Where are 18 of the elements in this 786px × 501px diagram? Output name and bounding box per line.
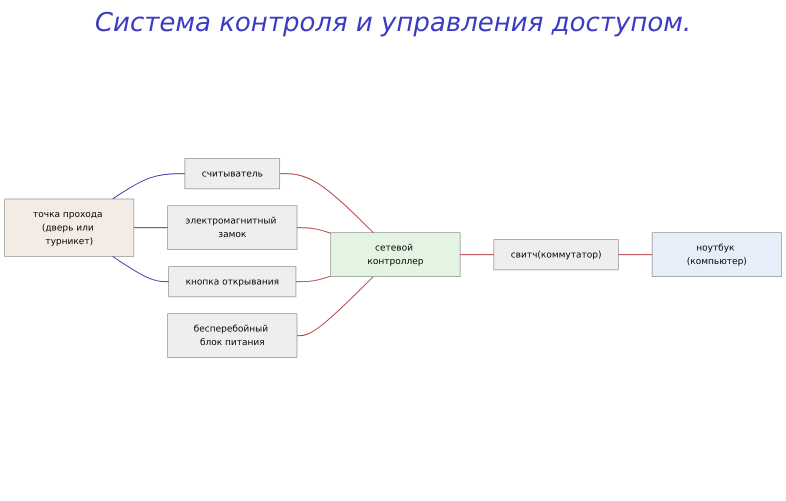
node-box: кнопка открывания [168, 266, 296, 298]
diagram-title: Система контроля и управления доступом. [94, 8, 692, 38]
connector [296, 276, 374, 336]
node-box: свитч(коммутатор) [494, 239, 619, 270]
connector [279, 173, 374, 234]
node-box: точка прохода (дверь или турникет) [4, 198, 134, 257]
node-box: считыватель [184, 158, 280, 190]
connector [133, 227, 168, 228]
node-box: электромагнитный замок [167, 205, 298, 250]
connector [112, 256, 170, 282]
connector [296, 276, 332, 282]
connector [460, 254, 494, 256]
connector [618, 254, 653, 256]
node-box: ноутбук (компьютер) [652, 232, 782, 277]
connector [296, 227, 332, 234]
connector [112, 173, 186, 200]
node-box: сетевой контроллер [330, 232, 460, 277]
node-box: бесперебойный блок питания [167, 313, 298, 358]
